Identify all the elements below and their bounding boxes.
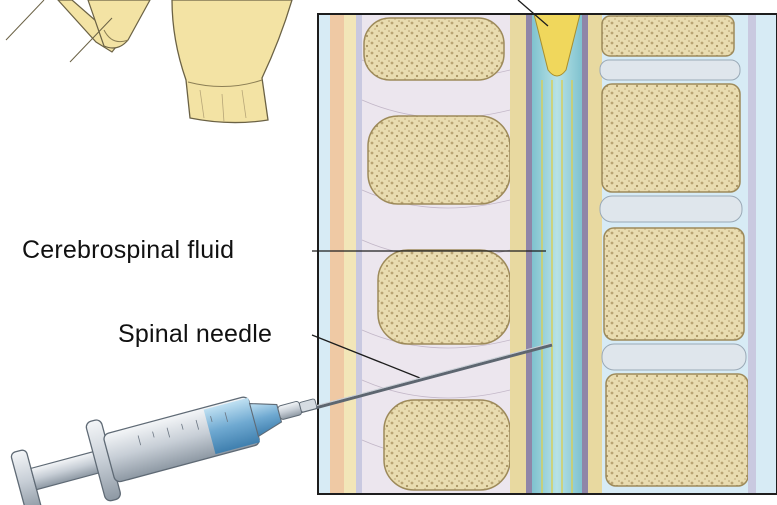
gloved-hand [6,0,292,123]
needle-label: Spinal needle [118,320,272,349]
syringe [8,364,327,505]
spine-cross-section [318,14,777,494]
csf-label: Cerebrospinal fluid [22,236,234,265]
